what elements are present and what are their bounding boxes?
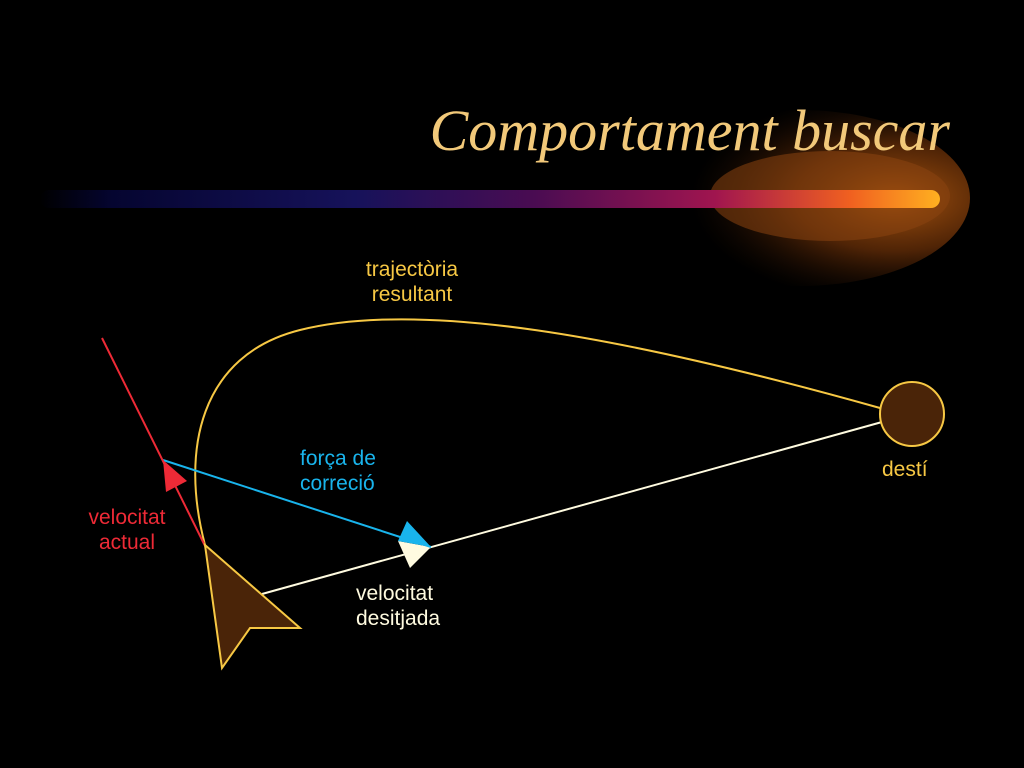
current-velocity-label-line2: actual [98, 531, 156, 554]
correction-force-line [162, 459, 432, 548]
resulting-trajectory-curve [194, 318, 881, 546]
header-gradient-bar [40, 190, 940, 208]
current-velocity-label-line1: velocitat [88, 506, 166, 529]
desired-velocity-label-line2: desitjada [356, 607, 441, 630]
desired-velocity-label-line1: velocitat [356, 582, 434, 605]
desired-velocity-arrowhead [398, 541, 431, 568]
target-circle-icon [879, 381, 945, 447]
correction-force-label-line2: correció [300, 472, 375, 495]
header-glow-decoration [600, 100, 970, 300]
trajectory-label-line2: resultant [371, 283, 453, 306]
slide-title: Comportament buscar [429, 98, 950, 163]
trajectory-label: trajectòria resultant [340, 257, 484, 307]
correction-force-label-line1: força de [300, 447, 376, 470]
correction-force-label: força de correció [300, 446, 376, 496]
current-velocity-label: velocitat actual [72, 505, 182, 555]
current-velocity-line [101, 337, 213, 561]
trajectory-label-line1: trajectòria [365, 258, 459, 281]
correction-force-arrowhead [398, 521, 431, 547]
vehicle-arrowhead-icon [203, 542, 303, 671]
current-velocity-arrowhead [163, 460, 187, 492]
desired-velocity-label: velocitat desitjada [356, 581, 440, 631]
desired-velocity-line [261, 421, 883, 595]
target-label: destí [882, 458, 928, 481]
